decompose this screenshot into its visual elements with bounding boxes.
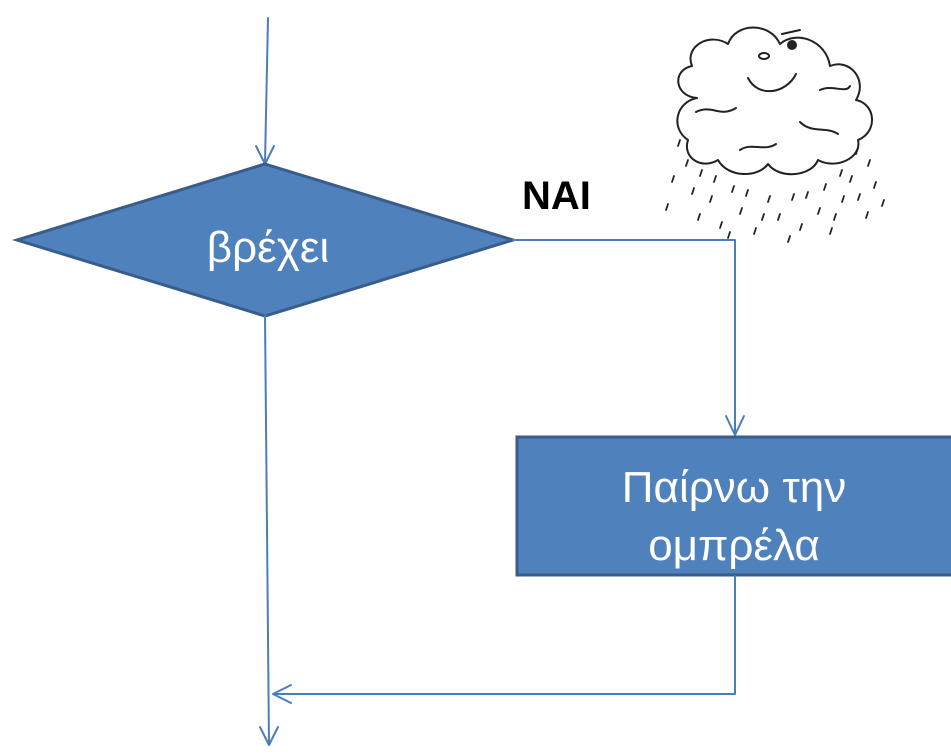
cloud-outline xyxy=(676,26,873,176)
decision-label: βρέχει xyxy=(207,223,329,272)
process-box xyxy=(515,435,951,577)
incoming-connector xyxy=(255,17,275,165)
cloud-eye-left xyxy=(758,52,770,60)
process-label-line1: Παίρνω την xyxy=(622,463,846,512)
yes-branch-label: ΝΑΙ xyxy=(522,174,591,218)
main-downward-connector xyxy=(259,315,279,746)
return-connector xyxy=(272,575,736,704)
yes-branch-connector xyxy=(512,239,745,436)
cloud-eye-right xyxy=(787,40,797,50)
process-label-line2: ομπρέλα xyxy=(648,521,820,570)
cloud-eyebrow xyxy=(781,29,801,35)
rain-drops xyxy=(665,139,885,243)
rain-cloud-icon xyxy=(665,26,885,243)
cloud-mouth xyxy=(747,73,797,93)
decision-node[interactable]: βρέχει xyxy=(11,162,519,318)
cloud-scribble xyxy=(695,85,851,151)
process-node[interactable]: Παίρνω την ομπρέλα xyxy=(515,435,951,577)
